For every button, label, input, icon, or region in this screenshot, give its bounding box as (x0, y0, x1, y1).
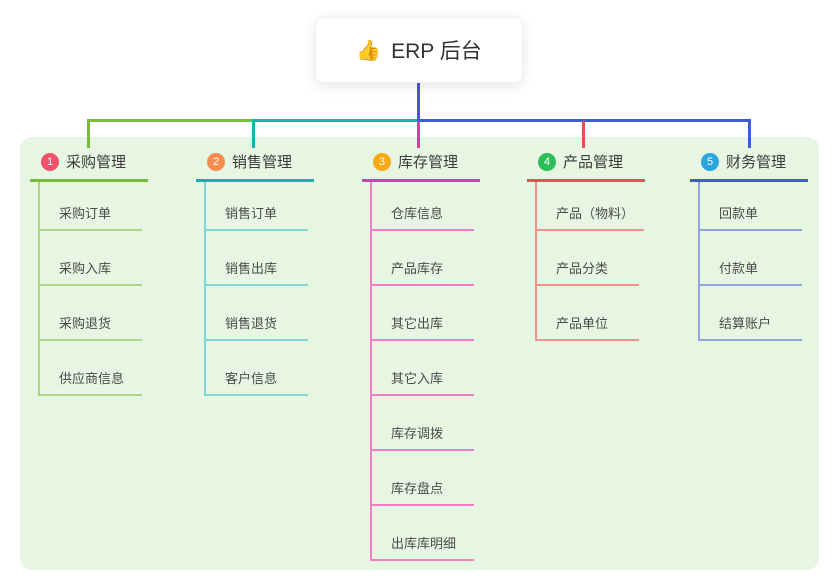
child-node[interactable]: 产品库存 (372, 231, 480, 286)
branch-header-sales[interactable]: 2 销售管理 (196, 148, 314, 182)
child-node[interactable]: 采购退货 (40, 286, 148, 341)
child-node[interactable]: 采购订单 (40, 182, 148, 231)
branch-number-badge: 3 (373, 152, 391, 171)
branch-header-purchase[interactable]: 1 采购管理 (30, 148, 148, 182)
child-node[interactable]: 其它出库 (372, 286, 480, 341)
branch-label: 销售管理 (232, 154, 293, 171)
root-node[interactable]: 👍 ERP 后台 (315, 17, 523, 83)
drop-line-inventory (417, 121, 420, 148)
bus-segment-blue (417, 119, 751, 122)
child-node[interactable]: 销售订单 (206, 182, 314, 231)
branch-number-badge: 5 (701, 152, 719, 171)
drop-line-sales (252, 121, 255, 148)
child-node[interactable]: 仓库信息 (372, 182, 480, 231)
branch-children: 回款单 付款单 结算账户 (698, 182, 808, 341)
drop-line-finance (748, 119, 751, 148)
branch-finance: 5 财务管理 回款单 付款单 结算账户 (690, 148, 808, 341)
drop-line-product (582, 121, 585, 148)
child-node[interactable]: 销售出库 (206, 231, 314, 286)
child-node[interactable]: 产品分类 (537, 231, 645, 286)
branch-label: 采购管理 (66, 154, 127, 171)
child-node[interactable]: 付款单 (700, 231, 808, 286)
bus-segment-green (87, 119, 255, 122)
child-node[interactable]: 库存调拨 (372, 396, 480, 451)
drop-line-purchase (87, 119, 90, 148)
branch-label: 库存管理 (398, 154, 459, 171)
root-connector-line (417, 83, 420, 121)
branch-label: 财务管理 (726, 154, 787, 171)
root-node-label: ERP 后台 (391, 40, 482, 63)
child-node[interactable]: 出库库明细 (372, 506, 480, 561)
branch-children: 销售订单 销售出库 销售退货 客户信息 (204, 182, 314, 396)
branch-number-badge: 2 (207, 152, 225, 171)
child-node[interactable]: 客户信息 (206, 341, 314, 396)
child-node[interactable]: 库存盘点 (372, 451, 480, 506)
branch-sales: 2 销售管理 销售订单 销售出库 销售退货 客户信息 (196, 148, 314, 396)
mindmap-panel (20, 137, 819, 570)
branch-children: 采购订单 采购入库 采购退货 供应商信息 (38, 182, 148, 396)
child-node[interactable]: 供应商信息 (40, 341, 148, 396)
child-node[interactable]: 结算账户 (700, 286, 808, 341)
branch-header-finance[interactable]: 5 财务管理 (690, 148, 808, 182)
child-node[interactable]: 销售退货 (206, 286, 314, 341)
child-node[interactable]: 其它入库 (372, 341, 480, 396)
branch-number-badge: 1 (41, 152, 59, 171)
child-node[interactable]: 回款单 (700, 182, 808, 231)
branch-header-product[interactable]: 4 产品管理 (527, 148, 645, 182)
child-node[interactable]: 采购入库 (40, 231, 148, 286)
branch-header-inventory[interactable]: 3 库存管理 (362, 148, 480, 182)
branch-children: 仓库信息 产品库存 其它出库 其它入库 库存调拨 库存盘点 出库库明细 (370, 182, 480, 561)
child-node[interactable]: 产品单位 (537, 286, 645, 341)
branch-label: 产品管理 (563, 154, 624, 171)
branch-number-badge: 4 (538, 152, 556, 171)
thumbs-up-icon: 👍 (356, 39, 382, 62)
branch-children: 产品（物料） 产品分类 产品单位 (535, 182, 645, 341)
child-node[interactable]: 产品（物料） (537, 182, 645, 231)
branch-inventory: 3 库存管理 仓库信息 产品库存 其它出库 其它入库 库存调拨 库存盘点 出库库… (362, 148, 480, 561)
bus-segment-teal (252, 119, 419, 122)
branch-purchase: 1 采购管理 采购订单 采购入库 采购退货 供应商信息 (30, 148, 148, 396)
branch-product: 4 产品管理 产品（物料） 产品分类 产品单位 (527, 148, 645, 341)
